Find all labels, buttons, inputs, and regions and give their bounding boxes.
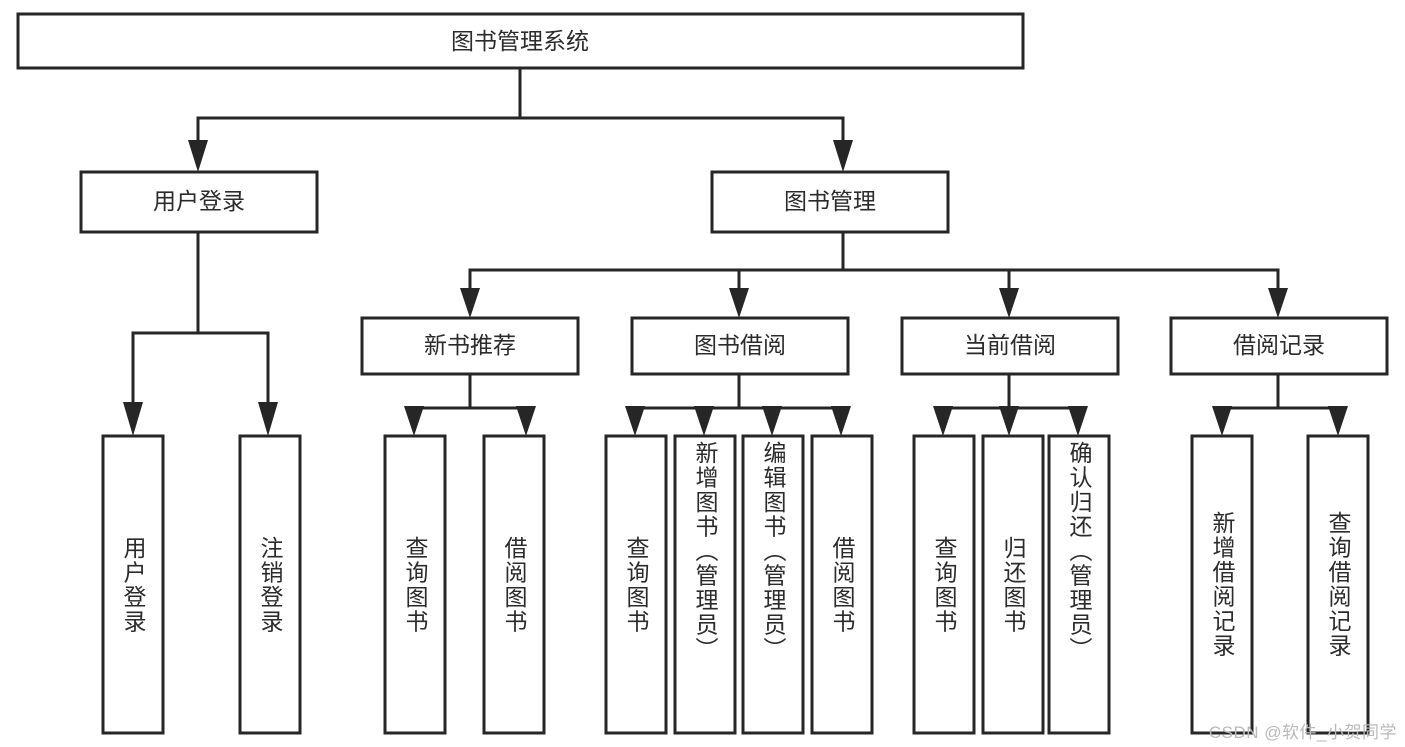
node-book-manage-label: 图书管理: [784, 188, 876, 214]
node-new-book-rec-box[interactable]: [360, 316, 580, 376]
arrow-to-query-book-1: [404, 406, 424, 436]
connector-group-root: [188, 66, 853, 172]
csdn-watermark: CSDN @软件_小贺同学: [1208, 723, 1397, 742]
connector-group-book-borrow: [625, 372, 851, 436]
arrow-to-book-borrow: [729, 288, 749, 318]
connector-group-new-book-rec: [404, 372, 536, 436]
arrow-to-add-book-admin: [694, 406, 714, 436]
arrow-to-user-login: [188, 140, 208, 172]
arrow-to-query-borrow-record: [1328, 406, 1348, 436]
connector-group-book-manage: [460, 230, 1288, 318]
arrow-to-current-borrow: [999, 288, 1019, 318]
leaf-edit-book-admin-box[interactable]: [741, 434, 805, 735]
leaf-return-book-box[interactable]: [981, 434, 1045, 735]
node-current-borrow-box[interactable]: [900, 316, 1120, 376]
arrow-to-confirm-return-admin: [1068, 406, 1088, 436]
node-current-borrow-label: 当前借阅: [964, 332, 1056, 358]
arrow-to-borrow-book-2: [831, 406, 851, 436]
leaf-query-book-3-box[interactable]: [912, 434, 976, 735]
node-new-book-rec-label: 新书推荐: [424, 332, 516, 358]
leaf-add-borrow-record-box[interactable]: [1190, 434, 1254, 735]
leaf-user-login-box[interactable]: [101, 434, 165, 735]
leaf-borrow-book-1-box[interactable]: [482, 434, 546, 735]
leaf-borrow-book-2-box[interactable]: [810, 434, 874, 735]
connector-group-current-borrow: [933, 372, 1088, 436]
node-book-borrow-label: 图书借阅: [694, 332, 786, 358]
arrow-to-leaf-user-login: [123, 402, 143, 436]
arrow-to-new-book-rec: [460, 288, 480, 318]
node-user-login-box[interactable]: [79, 170, 319, 234]
leaf-query-borrow-record-box[interactable]: [1306, 434, 1370, 735]
arrow-to-borrow-book-1: [516, 406, 536, 436]
leaf-add-book-admin-box[interactable]: [673, 434, 737, 735]
leaf-logout-login-box[interactable]: [238, 434, 302, 735]
node-user-login-label: 用户登录: [153, 188, 245, 214]
arrow-to-leaf-logout-login: [258, 402, 278, 436]
arrow-to-query-book-3: [933, 406, 953, 436]
arrow-to-add-borrow-record: [1212, 406, 1232, 436]
node-book-manage-box[interactable]: [710, 170, 950, 234]
arrow-to-query-book-2: [625, 406, 645, 436]
arrow-to-edit-book-admin: [762, 406, 782, 436]
leaf-confirm-return-admin-box[interactable]: [1047, 434, 1111, 735]
arrow-to-return-book: [999, 406, 1019, 436]
node-book-borrow-box[interactable]: [630, 316, 850, 376]
arrow-to-borrow-record: [1268, 288, 1288, 318]
connector-group-user-login: [123, 230, 278, 436]
node-borrow-record-label: 借阅记录: [1233, 332, 1325, 358]
connector-group-borrow-record: [1212, 372, 1348, 436]
node-root-label: 图书管理系统: [451, 28, 589, 54]
leaf-query-book-1-box[interactable]: [383, 434, 447, 735]
leaf-query-book-2-box[interactable]: [604, 434, 668, 735]
arrow-to-book-manage: [833, 140, 853, 172]
node-root-box[interactable]: [16, 12, 1025, 70]
node-borrow-record-box[interactable]: [1169, 316, 1389, 376]
